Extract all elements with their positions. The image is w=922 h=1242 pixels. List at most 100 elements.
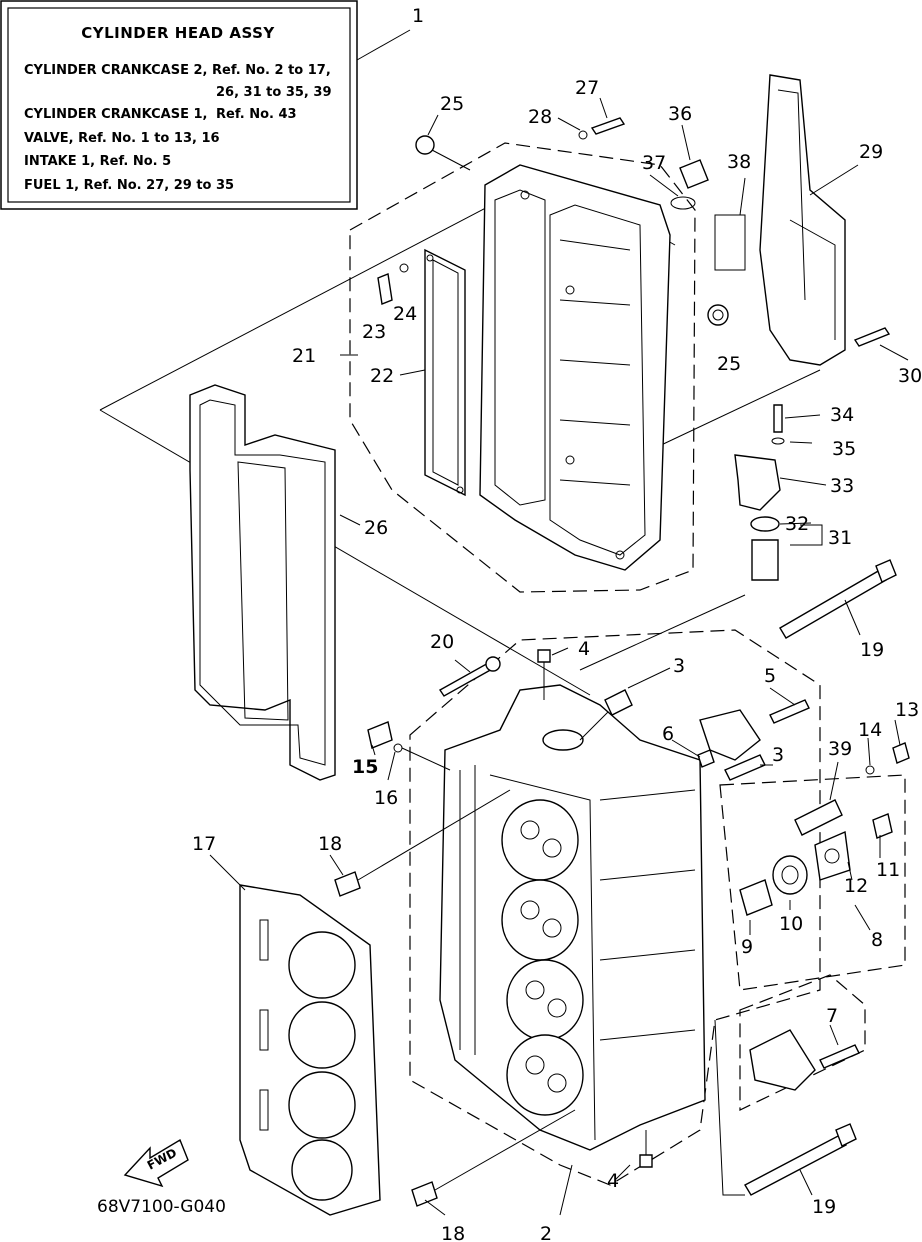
fitting-31	[751, 539, 779, 581]
callout-19-top: 19	[860, 639, 884, 661]
head-gasket-17	[239, 884, 381, 1216]
callout-4-bottom: 4	[607, 1170, 619, 1192]
leader-1	[356, 29, 411, 61]
callout-15: 15	[352, 756, 378, 778]
callout-6: 6	[662, 723, 674, 745]
cylinder-head-cover	[479, 164, 671, 571]
sleeve-3-top	[579, 689, 633, 741]
gasket-26	[189, 384, 336, 781]
assembly-line-3-ref: Ref. No. 43	[216, 107, 297, 122]
cylinder-head-block	[439, 684, 706, 1151]
bracket-29	[714, 74, 846, 366]
callout-20: 20	[430, 631, 454, 653]
callout-16: 16	[374, 787, 398, 809]
callout-38: 38	[727, 151, 751, 173]
bolt-23	[377, 273, 393, 305]
bolt-27	[590, 117, 626, 135]
washer-28	[578, 130, 588, 140]
bolt-15	[367, 721, 393, 749]
bushing-9	[739, 879, 773, 916]
callout-11: 11	[876, 859, 900, 881]
clamp-lower	[749, 1029, 816, 1091]
bolt-30	[853, 327, 891, 347]
callout-25-right: 25	[717, 353, 741, 375]
callout-17: 17	[192, 833, 216, 855]
clamp-upper	[699, 709, 761, 761]
callout-34: 34	[830, 404, 854, 426]
plug-4-bottom	[639, 1130, 653, 1168]
bolt-19-bottom	[744, 1123, 857, 1196]
callout-18-bottom: 18	[441, 1223, 465, 1242]
callout-26: 26	[364, 517, 388, 539]
dowel-18-bottom	[411, 1109, 576, 1207]
callout-7: 7	[826, 1005, 838, 1027]
gasket-22	[424, 248, 466, 497]
callout-22: 22	[370, 365, 394, 387]
assembly-title: CYLINDER HEAD ASSY	[81, 24, 275, 42]
callout-5: 5	[764, 665, 776, 687]
bolt-7	[819, 1044, 860, 1069]
fwd-arrow-icon: FWD	[123, 1138, 189, 1188]
pin-6	[697, 749, 715, 768]
bolt-34	[773, 404, 783, 433]
callout-10: 10	[779, 913, 803, 935]
assembly-line-5: INTAKE 1, Ref. No. 5	[24, 154, 171, 169]
callout-3-mid: 3	[772, 744, 784, 766]
bolt-13	[892, 742, 910, 764]
callout-1: 1	[412, 5, 424, 27]
group-outline-2	[409, 629, 821, 1186]
bolt-25-top	[415, 135, 471, 171]
grommet-25-right	[707, 304, 729, 326]
callout-8: 8	[871, 929, 883, 951]
fitting-39	[794, 799, 843, 836]
group-outline-8	[719, 774, 906, 991]
assembly-line-4: VALVE, Ref. No. 1 to 13, 16	[24, 131, 220, 146]
assembly-line-3-name: CYLINDER CRANKCASE 1,	[24, 107, 208, 122]
guide-line-b	[99, 409, 591, 696]
assembly-line-1-ref: Ref. No. 2 to 17,	[212, 63, 331, 78]
callout-25-top: 25	[440, 93, 464, 115]
diagram-code: 68V7100-G040	[97, 1197, 226, 1217]
guide-line-c	[639, 369, 821, 456]
plug-4-top	[537, 649, 551, 700]
callout-2: 2	[540, 1223, 552, 1242]
washer-32	[750, 516, 780, 532]
o-ring-37	[670, 196, 696, 210]
callout-21: 21	[292, 345, 316, 367]
callout-13: 13	[895, 699, 919, 721]
callout-3-top: 3	[673, 655, 685, 677]
bolt-20	[438, 656, 501, 697]
washer-24	[399, 263, 409, 273]
assembly-reference-box: CYLINDER HEAD ASSY CYLINDER CRANKCASE 2,…	[0, 0, 358, 210]
assembly-line-2-ref: 26, 31 to 35, 39	[216, 85, 332, 100]
bolt-5	[769, 699, 810, 724]
callout-12: 12	[844, 875, 868, 897]
assembly-line-1-name: CYLINDER CRANKCASE 2,	[24, 63, 208, 78]
plug-36	[679, 159, 709, 189]
callout-29: 29	[859, 141, 883, 163]
label-plate-38	[714, 214, 746, 271]
group-outline-7	[739, 974, 866, 1111]
callout-37: 37	[642, 152, 666, 174]
callout-31: 31	[828, 527, 852, 549]
washer-14	[865, 765, 875, 775]
dowel-18-top	[334, 789, 511, 897]
callout-19-bottom: 19	[812, 1196, 836, 1218]
callout-27: 27	[575, 77, 599, 99]
callout-23: 23	[362, 321, 386, 343]
callout-36: 36	[668, 103, 692, 125]
washer-35	[771, 437, 785, 445]
assembly-line-6: FUEL 1, Ref. No. 27, 29 to 35	[24, 178, 234, 193]
bolt-11	[872, 813, 893, 839]
callout-leaders	[209, 97, 909, 1216]
callout-39: 39	[828, 738, 852, 760]
bolt-19-top	[779, 559, 897, 639]
group-outline-21	[349, 142, 696, 593]
callout-9: 9	[741, 936, 753, 958]
sensor-33	[734, 454, 781, 511]
callout-24: 24	[393, 303, 417, 325]
callout-4-top: 4	[578, 638, 590, 660]
callout-33: 33	[830, 475, 854, 497]
callout-28: 28	[528, 106, 552, 128]
seal-10	[772, 855, 808, 895]
